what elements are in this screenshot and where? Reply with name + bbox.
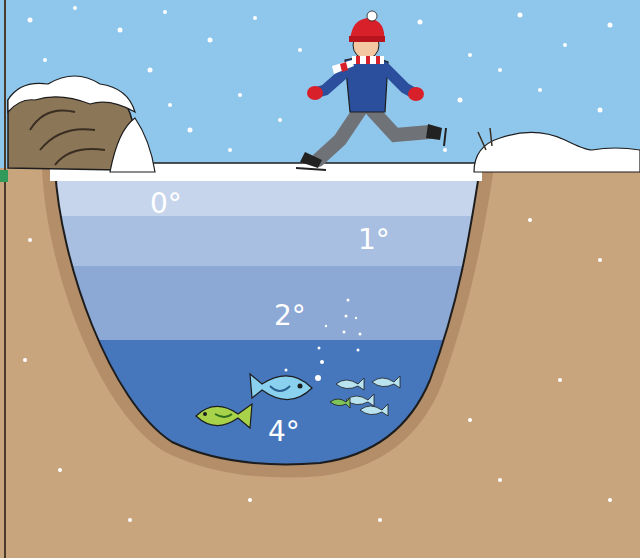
- skater: [296, 11, 446, 170]
- right-snow-bank: [474, 128, 640, 172]
- frame-line: [4, 0, 6, 558]
- temperature-label: 1°: [358, 226, 390, 254]
- water-layers: [40, 168, 500, 480]
- sky: [0, 0, 640, 185]
- ground: [0, 160, 640, 558]
- temperature-label: 4°: [268, 418, 300, 446]
- temperature-label: 0°: [150, 190, 182, 218]
- pond-outline: [55, 168, 480, 464]
- temperature-label: 2°: [274, 302, 306, 330]
- left-snow-bank: [0, 76, 155, 182]
- snowflakes: [23, 6, 613, 522]
